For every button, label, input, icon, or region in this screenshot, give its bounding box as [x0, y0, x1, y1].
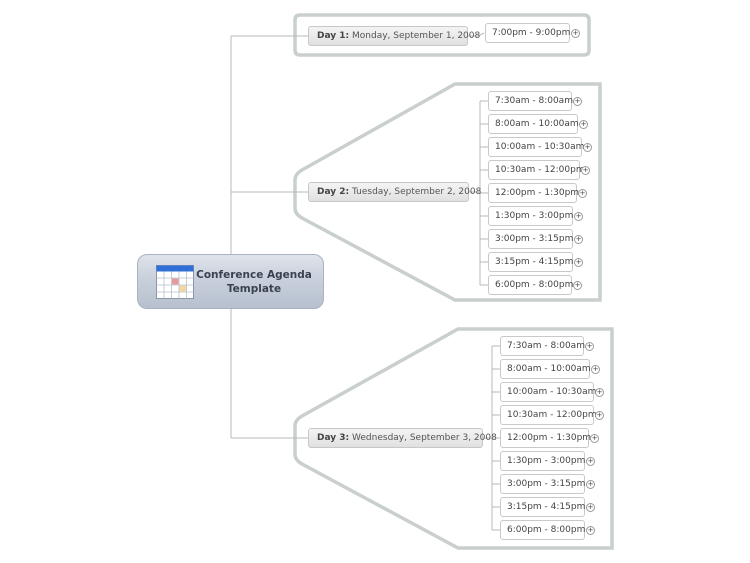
expand-plus-icon[interactable]: + — [571, 29, 580, 38]
expand-plus-icon[interactable]: + — [574, 212, 583, 221]
day-2-label: Day 2: — [317, 187, 350, 197]
expand-plus-icon[interactable]: + — [586, 457, 595, 466]
expand-plus-icon[interactable]: + — [590, 434, 599, 443]
expand-plus-icon[interactable]: + — [586, 526, 595, 535]
expand-plus-icon[interactable]: + — [585, 342, 594, 351]
day-3-slot-2[interactable]: 8:00am - 10:00am — [500, 359, 591, 379]
day-2-slot-6[interactable]: 1:30pm - 3:00pm — [488, 206, 573, 226]
expand-plus-icon[interactable]: + — [574, 258, 583, 267]
day-2-topic[interactable]: Day 2: Tuesday, September 2, 2008 — [308, 182, 481, 202]
day-3-slot-4[interactable]: 10:30am - 12:00pm — [500, 405, 597, 425]
day-2-boundary — [293, 82, 602, 302]
expand-plus-icon[interactable]: + — [574, 235, 583, 244]
expand-plus-icon[interactable]: + — [595, 411, 604, 420]
day-2-slot-4[interactable]: 10:30am - 12:00pm — [488, 160, 585, 180]
central-topic[interactable]: Conference Agenda Template — [137, 254, 324, 309]
day-1-label: Day 1: — [317, 31, 350, 41]
day-2-slot-1[interactable]: 7:30am - 8:00am — [488, 91, 573, 111]
expand-plus-icon[interactable]: + — [578, 189, 587, 198]
day-1-boundary — [293, 13, 591, 57]
day-2-slot-9[interactable]: 6:00pm - 8:00pm — [488, 275, 573, 295]
day-3-slot-1[interactable]: 7:30am - 8:00am — [500, 336, 585, 356]
day-2-slot-2[interactable]: 8:00am - 10:00am — [488, 114, 579, 134]
day-1-topic[interactable]: Day 1: Monday, September 1, 2008 — [308, 26, 480, 46]
day-1-date: Monday, September 1, 2008 — [352, 31, 481, 41]
day-2-slot-7[interactable]: 3:00pm - 3:15pm — [488, 229, 573, 249]
day-3-slot-6[interactable]: 1:30pm - 3:00pm — [500, 451, 585, 471]
day-3-topic[interactable]: Day 3: Wednesday, September 3, 2008 — [308, 428, 497, 448]
day-2-slot-5[interactable]: 12:00pm - 1:30pm — [488, 183, 579, 203]
day-1-slot-link — [468, 32, 485, 37]
expand-plus-icon[interactable]: + — [573, 97, 582, 106]
day-3-slot-3[interactable]: 10:00am - 10:30am — [500, 382, 596, 402]
day-3-slot-9[interactable]: 6:00pm - 8:00pm — [500, 520, 585, 540]
day-3-slot-7[interactable]: 3:00pm - 3:15pm — [500, 474, 585, 494]
expand-plus-icon[interactable]: + — [579, 120, 588, 129]
day-3-label: Day 3: — [317, 433, 350, 443]
expand-plus-icon[interactable]: + — [591, 365, 600, 374]
day-3-slot-8[interactable]: 3:15pm - 4:15pm — [500, 497, 585, 517]
day-1-slot-1[interactable]: 7:00pm - 9:00pm — [485, 23, 570, 43]
expand-plus-icon[interactable]: + — [586, 503, 595, 512]
day-2-date: Tuesday, September 2, 2008 — [352, 187, 482, 197]
expand-plus-icon[interactable]: + — [573, 281, 582, 290]
expand-plus-icon[interactable]: + — [595, 388, 604, 397]
day-3-boundary — [293, 327, 614, 550]
expand-plus-icon[interactable]: + — [583, 143, 592, 152]
day-3-fan — [483, 345, 500, 531]
day-2-fan — [469, 100, 488, 286]
central-topic-title: Conference Agenda Template — [196, 269, 312, 295]
calendar-icon — [156, 265, 194, 299]
day-2-slot-3[interactable]: 10:00am - 10:30am — [488, 137, 584, 157]
day-2-slot-8[interactable]: 3:15pm - 4:15pm — [488, 252, 573, 272]
day-3-slot-5[interactable]: 12:00pm - 1:30pm — [500, 428, 591, 448]
expand-plus-icon[interactable]: + — [586, 480, 595, 489]
day-3-date: Wednesday, September 3, 2008 — [352, 433, 497, 443]
expand-plus-icon[interactable]: + — [581, 166, 590, 175]
